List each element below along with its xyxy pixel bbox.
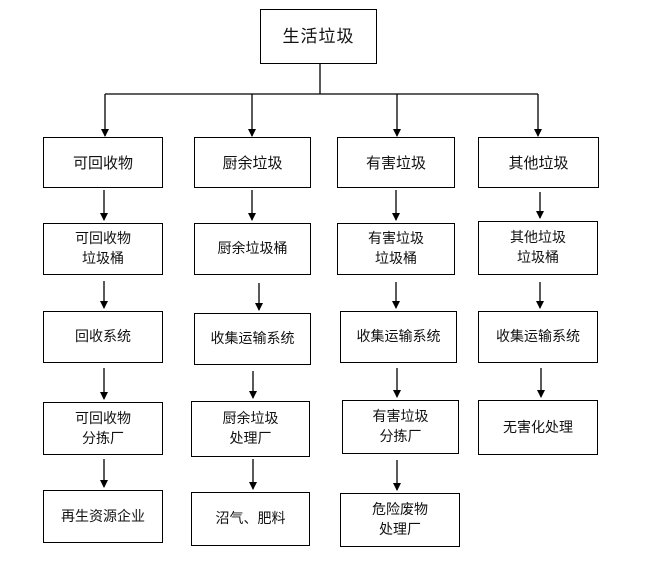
step-node-kitchen-waste-treatment-plant: 厨余垃圾 处理厂 xyxy=(191,401,310,457)
category-node-hazardous-waste: 有害垃圾 xyxy=(337,137,455,188)
step-node-harmless-treatment: 无害化处理 xyxy=(478,400,598,455)
step-node-hazardous-waste-sorting-plant: 有害垃圾 分拣厂 xyxy=(342,400,459,454)
step-node-other-waste-bin: 其他垃圾 垃圾桶 xyxy=(478,221,598,275)
category-node-recyclables: 可回收物 xyxy=(43,137,163,188)
root-node-household-waste: 生活垃圾 xyxy=(260,9,377,64)
step-node-kitchen-collection-transport: 收集运输系统 xyxy=(194,313,311,365)
step-node-other-collection-transport: 收集运输系统 xyxy=(478,311,598,363)
step-node-hazardous-waste-bin: 有害垃圾 垃圾桶 xyxy=(337,223,455,275)
step-node-recyclables-sorting-plant: 可回收物 分拣厂 xyxy=(43,402,163,455)
step-node-kitchen-waste-bin: 厨余垃圾桶 xyxy=(194,223,311,275)
step-node-hazardous-collection-transport: 收集运输系统 xyxy=(340,311,457,363)
step-node-recycling-system: 回收系统 xyxy=(43,311,163,363)
category-node-other-waste: 其他垃圾 xyxy=(478,137,599,188)
category-node-kitchen-waste: 厨余垃圾 xyxy=(194,137,311,188)
step-node-biogas-fertilizer: 沼气、肥料 xyxy=(191,492,310,546)
step-node-renewable-resource-enterprise: 再生资源企业 xyxy=(43,490,163,543)
step-node-hazardous-waste-treatment-plant: 危险废物 处理厂 xyxy=(340,493,460,547)
step-node-recyclables-bin: 可回收物 垃圾桶 xyxy=(43,223,163,275)
